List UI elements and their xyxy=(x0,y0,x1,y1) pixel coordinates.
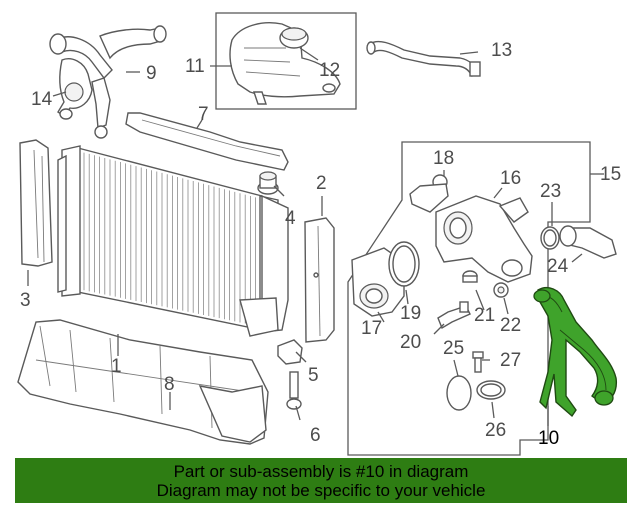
bolt-part-27 xyxy=(472,351,484,373)
coolant-sensor-part-20 xyxy=(437,301,471,330)
radiator-part-1 xyxy=(57,145,289,337)
callout-18: 18 xyxy=(433,148,454,169)
left-seal-part-3 xyxy=(19,139,53,267)
callout-22: 22 xyxy=(500,315,521,336)
callout-15: 15 xyxy=(600,164,621,185)
sensor-part-6 xyxy=(286,371,302,410)
callout-24: 24 xyxy=(547,256,569,277)
callout-19: 19 xyxy=(400,303,421,324)
upper-hose-assembly-part-9-14 xyxy=(49,25,167,139)
right-seal-part-2 xyxy=(304,217,335,343)
callout-1: 1 xyxy=(111,356,122,377)
callout-10: 10 xyxy=(538,428,559,449)
parts-diagram: 1 2 3 4 5 6 7 8 9 10 11 12 13 14 15 16 1… xyxy=(17,12,621,456)
callout-13: 13 xyxy=(491,40,512,61)
leader-lines xyxy=(27,47,604,426)
callout-9: 9 xyxy=(146,63,157,84)
coolant-hose-part-10-highlighted xyxy=(533,286,617,418)
callout-14: 14 xyxy=(31,89,53,110)
callout-8: 8 xyxy=(164,374,175,395)
lower-deflector-part-8 xyxy=(17,319,269,445)
caption-line-1: Part or sub-assembly is #10 in diagram xyxy=(173,462,469,481)
caption-bar: Part or sub-assembly is #10 in diagram D… xyxy=(15,458,627,503)
seal-part-21 xyxy=(462,270,478,283)
washer-part-22 xyxy=(493,282,509,298)
callout-11: 11 xyxy=(185,56,205,77)
temp-sensor-part-18 xyxy=(409,174,449,213)
callout-26: 26 xyxy=(485,420,506,441)
callout-7: 7 xyxy=(198,104,209,125)
gasket-part-26 xyxy=(476,380,506,400)
callout-3: 3 xyxy=(20,290,31,311)
callout-25: 25 xyxy=(443,338,464,359)
mount-bushing-part-4 xyxy=(257,171,279,195)
callout-27: 27 xyxy=(500,350,521,371)
thermostat-housing-part-16 xyxy=(435,195,533,283)
callout-16: 16 xyxy=(500,168,521,189)
callout-4: 4 xyxy=(285,208,296,229)
callout-12: 12 xyxy=(319,60,340,81)
callout-5: 5 xyxy=(308,365,319,386)
callout-2: 2 xyxy=(316,173,327,194)
bracket-part-5 xyxy=(277,339,303,365)
o-ring-part-19 xyxy=(388,241,420,287)
connector-part-24 xyxy=(559,225,617,259)
caption-line-2: Diagram may not be specific to your vehi… xyxy=(156,481,486,500)
o-ring-part-25 xyxy=(446,375,472,411)
callout-17: 17 xyxy=(361,318,382,339)
callout-labels: 1 2 3 4 5 6 7 8 9 10 11 12 13 14 15 16 1… xyxy=(20,40,621,449)
callout-23: 23 xyxy=(540,181,561,202)
callout-21: 21 xyxy=(474,305,495,326)
callout-6: 6 xyxy=(310,425,321,446)
seal-part-23 xyxy=(540,226,560,250)
upper-baffle-part-7 xyxy=(125,112,289,171)
callout-20: 20 xyxy=(400,332,421,353)
expansion-tank-part-11-12 xyxy=(215,12,357,110)
bleed-hose-part-13 xyxy=(366,40,481,77)
